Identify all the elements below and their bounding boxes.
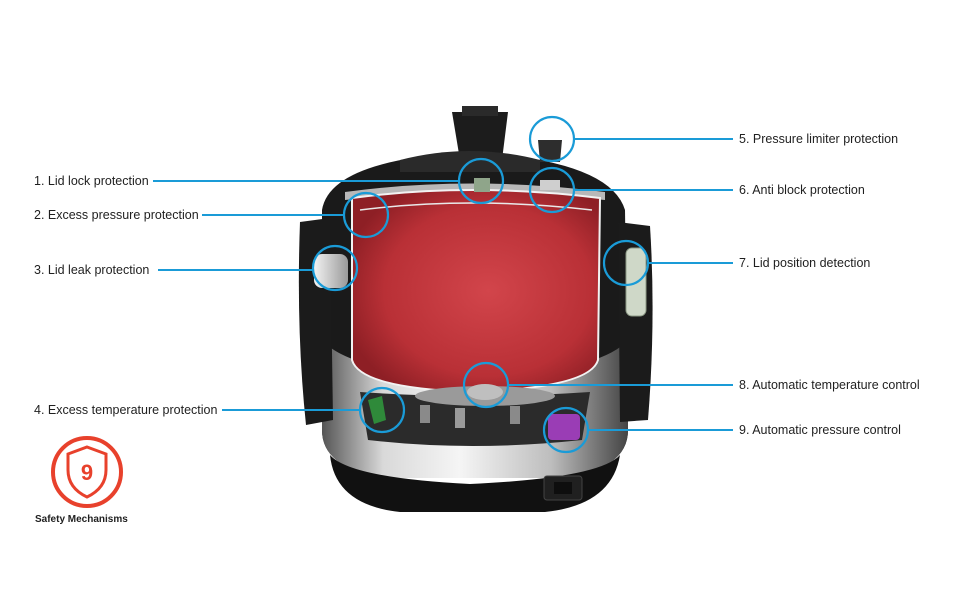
- callout-label-lid-lock: 1. Lid lock protection: [34, 174, 149, 188]
- anti-block-valve: [540, 180, 560, 190]
- callout-label-auto-temperature: 8. Automatic temperature control: [739, 378, 920, 392]
- badge-ring: [51, 436, 123, 508]
- safety-badge: 9: [51, 436, 123, 508]
- lid-lock-pin: [474, 178, 490, 192]
- heating-base: [360, 384, 590, 446]
- pressure-switch: [548, 414, 580, 440]
- shield-icon: [66, 445, 108, 499]
- callout-label-pressure-limiter: 5. Pressure limiter protection: [739, 132, 899, 146]
- callout-lines: [153, 138, 733, 431]
- badge-caption: Safety Mechanisms: [35, 514, 128, 525]
- inner-pot: [351, 189, 602, 394]
- lid-leak-latch: [314, 254, 348, 288]
- callout-circle-3: [311, 244, 359, 292]
- callout-label-excess-pressure: 2. Excess pressure protection: [34, 208, 199, 222]
- callout-label-auto-pressure: 9. Automatic pressure control: [739, 423, 901, 437]
- callout-label-anti-block: 6. Anti block protection: [739, 183, 865, 197]
- thermal-fuse: [368, 396, 386, 424]
- badge-number: 9: [81, 460, 93, 485]
- callout-label-lid-position: 7. Lid position detection: [739, 256, 871, 270]
- callout-label-lid-leak: 3. Lid leak protection: [34, 263, 150, 277]
- callout-label-excess-temperature: 4. Excess temperature protection: [34, 403, 218, 417]
